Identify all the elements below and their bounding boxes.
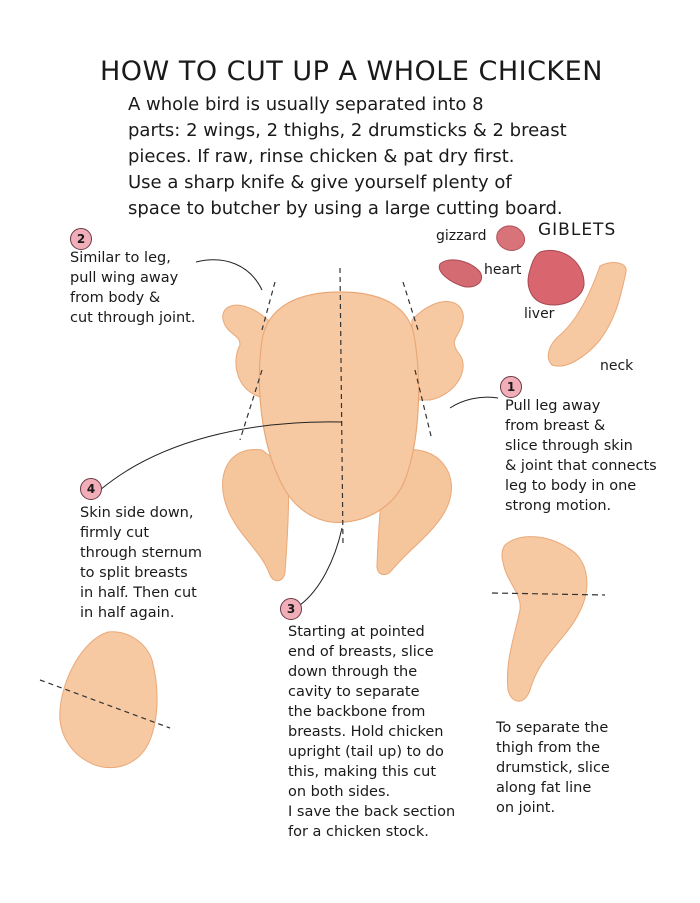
left-leg-cut-line [239, 369, 263, 441]
step-3-line: breasts. Hold chicken [288, 724, 444, 740]
leg-quarter-illustration [491, 536, 606, 702]
gizzard-label: gizzard [436, 228, 487, 244]
giblets-illustration [438, 225, 627, 367]
step-1-note: Pull leg away from breast & slice throug… [505, 396, 657, 516]
breast-piece-illustration [39, 631, 171, 769]
thigh-note-line: along fat line [496, 780, 592, 796]
arrow-step-2 [195, 259, 263, 291]
step-4-line: through sternum [80, 545, 202, 561]
thigh-note-line: on joint. [496, 800, 556, 816]
whole-chicken-illustration [222, 267, 464, 582]
arrow-step-1 [449, 396, 499, 409]
chicken-body [258, 291, 420, 524]
page-title: HOW TO CUT UP A WHOLE CHICKEN [100, 56, 603, 87]
step-2-note: Similar to leg, pull wing away from body… [70, 248, 195, 328]
step-1-line: slice through skin [505, 438, 633, 454]
step-3-line: this, making this cut [288, 764, 437, 780]
step-3-line: on both sides. [288, 784, 391, 800]
leg-quarter-shape [501, 536, 588, 702]
step-2-line: pull wing away [70, 270, 179, 286]
step-4-badge: 4 [80, 478, 102, 500]
step-3-line: end of breasts, slice [288, 644, 434, 660]
breast-piece-shape [59, 631, 158, 769]
step-1-line: strong motion. [505, 498, 612, 514]
step-2-line: from body & [70, 290, 161, 306]
right-leg-cut-line [414, 369, 433, 441]
intro-line: space to butcher by using a large cuttin… [128, 198, 563, 219]
neck-shape [547, 262, 627, 367]
step-3-line: down through the [288, 664, 418, 680]
giblets-title: GIBLETS [538, 220, 617, 240]
liver-shape [527, 250, 585, 306]
intro-line: Use a sharp knife & give yourself plenty… [128, 172, 512, 193]
step-2-line: Similar to leg, [70, 250, 171, 266]
step-4-line: Skin side down, [80, 505, 194, 521]
thigh-separation-note: To separate the thigh from the drumstick… [496, 718, 610, 818]
gizzard-shape [496, 225, 526, 251]
sternum-cut-line [339, 267, 344, 546]
step-1-line: & joint that connects [505, 458, 657, 474]
step-1-line: leg to body in one [505, 478, 637, 494]
step-3-line: for a chicken stock. [288, 824, 429, 840]
step-3-badge: 3 [280, 598, 302, 620]
step-4-note: Skin side down, firmly cut through stern… [80, 503, 202, 623]
intro-line: parts: 2 wings, 2 thighs, 2 drumsticks &… [128, 120, 567, 141]
step-4-line: in half again. [80, 605, 175, 621]
step-1-badge: 1 [500, 376, 522, 398]
left-wing [222, 304, 269, 401]
step-3-line: Starting at pointed [288, 624, 425, 640]
step-3-line: upright (tail up) to do [288, 744, 444, 760]
right-wing [411, 301, 464, 401]
step-1-line: Pull leg away [505, 398, 601, 414]
step-4-line: to split breasts [80, 565, 188, 581]
step-3-line: I save the back section [288, 804, 456, 820]
step-1-line: from breast & [505, 418, 606, 434]
thigh-note-line: To separate the [496, 720, 609, 736]
arrow-step-3 [299, 527, 343, 606]
intro-line: A whole bird is usually separated into 8 [128, 94, 484, 115]
step-4-line: in half. Then cut [80, 585, 197, 601]
thigh-note-line: thigh from the [496, 740, 601, 756]
thigh-note-line: drumstick, slice [496, 760, 610, 776]
heart-label: heart [484, 262, 522, 278]
step-2-line: cut through joint. [70, 310, 196, 326]
intro-line: pieces. If raw, rinse chicken & pat dry … [128, 146, 515, 167]
step-3-line: the backbone from [288, 704, 426, 720]
step-3-line: cavity to separate [288, 684, 420, 700]
heart-shape [438, 259, 482, 288]
thigh-cut-line [491, 592, 606, 596]
step-2-badge: 2 [70, 228, 92, 250]
step-4-line: firmly cut [80, 525, 150, 541]
neck-label: neck [600, 358, 634, 374]
intro-text: A whole bird is usually separated into 8… [128, 92, 598, 222]
step-3-note: Starting at pointed end of breasts, slic… [288, 622, 455, 842]
liver-label: liver [524, 306, 555, 322]
left-drumstick [222, 449, 290, 582]
arrow-step-4 [99, 421, 343, 491]
